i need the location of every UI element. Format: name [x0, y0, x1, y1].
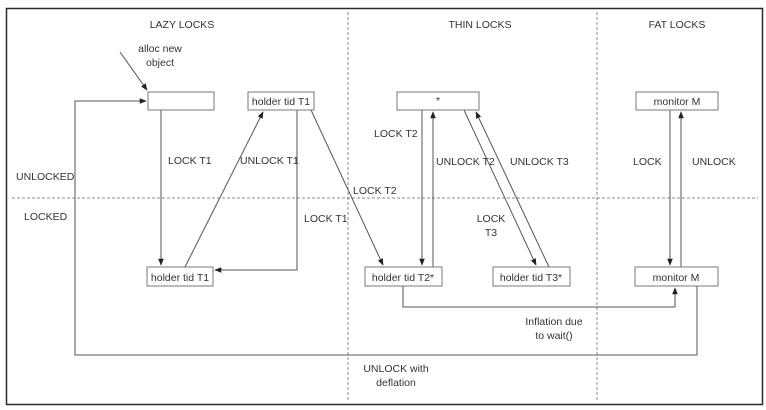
edge-label-inflation-line2: to wait() [535, 330, 572, 342]
edge-lock-t3 [463, 109, 537, 266]
edge-lock-t2-revoke [310, 109, 384, 266]
edge-unlock-t1 [184, 111, 264, 268]
node-lazy-holder-locked: holder tid T1 [146, 266, 214, 287]
node-thin-holder-t3: holder tid T3* [492, 266, 571, 287]
node-lazy-new-object [147, 91, 215, 111]
node-label: holder tid T2* [372, 272, 434, 284]
edge-inflation [402, 286, 678, 308]
edge-label-lock-t2: LOCK T2 [374, 128, 418, 140]
section-title-thin-locks: THIN LOCKS [448, 19, 511, 31]
node-label: holder tid T1 [151, 272, 209, 284]
node-label: monitor M [654, 96, 701, 108]
edge-label-fat-unlock: UNLOCK [692, 156, 736, 168]
node-fat-locked: monitor M [634, 266, 719, 287]
node-label: monitor M [653, 272, 700, 284]
edge-label-alloc-line2: object [146, 57, 174, 69]
node-label: holder tid T1 [252, 96, 310, 108]
edge-label-lock-t3-line1: LOCK [477, 213, 506, 225]
edge-label-inflation-line1: Inflation due [525, 316, 582, 328]
edge-deflation [74, 98, 698, 356]
node-lazy-holder-unlocked: holder tid T1 [247, 91, 315, 111]
edge-label-alloc-line1: alloc new [138, 43, 182, 55]
row-label-unlocked: UNLOCKED [16, 171, 75, 183]
diagram-frame [5, 7, 764, 406]
section-title-lazy-locks: LAZY LOCKS [150, 19, 215, 31]
section-title-fat-locks: FAT LOCKS [649, 19, 706, 31]
node-fat-unlocked: monitor M [635, 91, 719, 111]
edge-label-fat-lock: LOCK [633, 156, 662, 168]
edge-label-unlock-t1: UNLOCK T1 [240, 155, 299, 167]
edge-label-unlock-t3: UNLOCK T3 [510, 156, 569, 168]
node-label: holder tid T3* [500, 272, 562, 284]
edge-label-lock-t2-revoke: LOCK T2 [353, 185, 397, 197]
edge-alloc-new-object [119, 51, 148, 91]
edge-lock-t1-relock [214, 110, 298, 273]
edge-label-lock-t3-line2: T3 [485, 227, 497, 239]
edge-unlock-t3 [475, 111, 550, 268]
edge-label-unlock-t2: UNLOCK T2 [436, 156, 495, 168]
edge-label-deflation-line1: UNLOCK with [363, 363, 429, 375]
node-label: * [436, 95, 440, 107]
row-label-locked: LOCKED [24, 211, 68, 223]
edge-label-lock-t1-relock: LOCK T1 [304, 213, 348, 225]
node-thin-unlocked: * [396, 91, 480, 111]
node-thin-holder-t2: holder tid T2* [364, 266, 443, 287]
edge-label-deflation-line2: deflation [376, 377, 416, 389]
edge-label-lock-t1-initial: LOCK T1 [168, 155, 212, 167]
